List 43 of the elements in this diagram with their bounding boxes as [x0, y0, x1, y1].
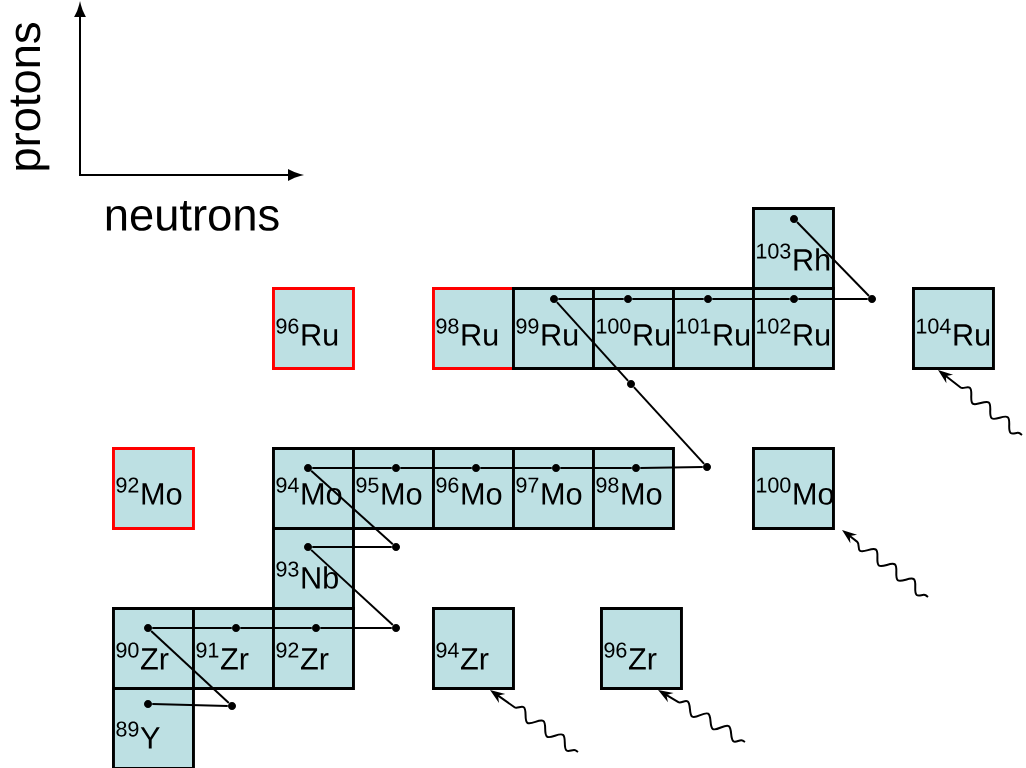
path-line [555, 301, 630, 382]
nuclide-box: $^{96}$Ru [272, 287, 355, 370]
nuclide-box: $^{101}$Ru [672, 287, 755, 370]
nuclide-box: $^{95}$Mo [352, 447, 435, 530]
path-line [796, 221, 870, 297]
path-line [711, 298, 791, 300]
path-line [631, 298, 705, 300]
nuclide-box: $^{104}$Ru [912, 287, 995, 370]
path-line [797, 298, 869, 300]
path-line [311, 467, 393, 469]
nuclide-box: $^{97}$Mo [512, 447, 595, 530]
nuclide-box: $^{92}$Zr [272, 607, 355, 690]
path-line [557, 298, 625, 300]
path-line [310, 548, 394, 627]
path-line [399, 467, 473, 469]
nuclide-box: $^{102}$Ru [752, 287, 835, 370]
nuclide-box: $^{98}$Mo [592, 447, 675, 530]
nuclide-box: $^{100}$Ru [592, 287, 675, 370]
path-line [151, 627, 233, 629]
path-line [239, 627, 313, 629]
path-line [311, 546, 393, 548]
path-line [559, 467, 633, 469]
path-line [310, 469, 394, 546]
path-line [151, 703, 229, 707]
nuclide-box: $^{103}$Rh [752, 207, 835, 290]
nuclide-box: $^{96}$Mo [432, 447, 515, 530]
nuclide-box: $^{100}$Mo [752, 447, 835, 530]
axis-label: protons [10, 23, 50, 170]
path-line [319, 627, 393, 629]
nuclide-box: $^{90}$Zr [112, 607, 195, 690]
nuclide-box: $^{99}$Ru [512, 287, 595, 370]
nuclide-box: $^{91}$Zr [192, 607, 275, 690]
nuclide-box: $^{89}$Y [112, 687, 195, 768]
nuclide-box: $^{92}$Mo [112, 447, 195, 530]
nuclide-box: $^{94}$Zr [432, 607, 515, 690]
nuclide-box: $^{96}$Zr [600, 607, 683, 690]
nuclide-box: $^{98}$Ru [432, 287, 515, 370]
path-line [150, 629, 230, 705]
path-line [632, 386, 706, 465]
path-line [479, 467, 553, 469]
path-line [639, 466, 704, 469]
axis-label: neutrons [106, 201, 279, 231]
nuclide-box: $^{93}$Nb [272, 527, 355, 610]
